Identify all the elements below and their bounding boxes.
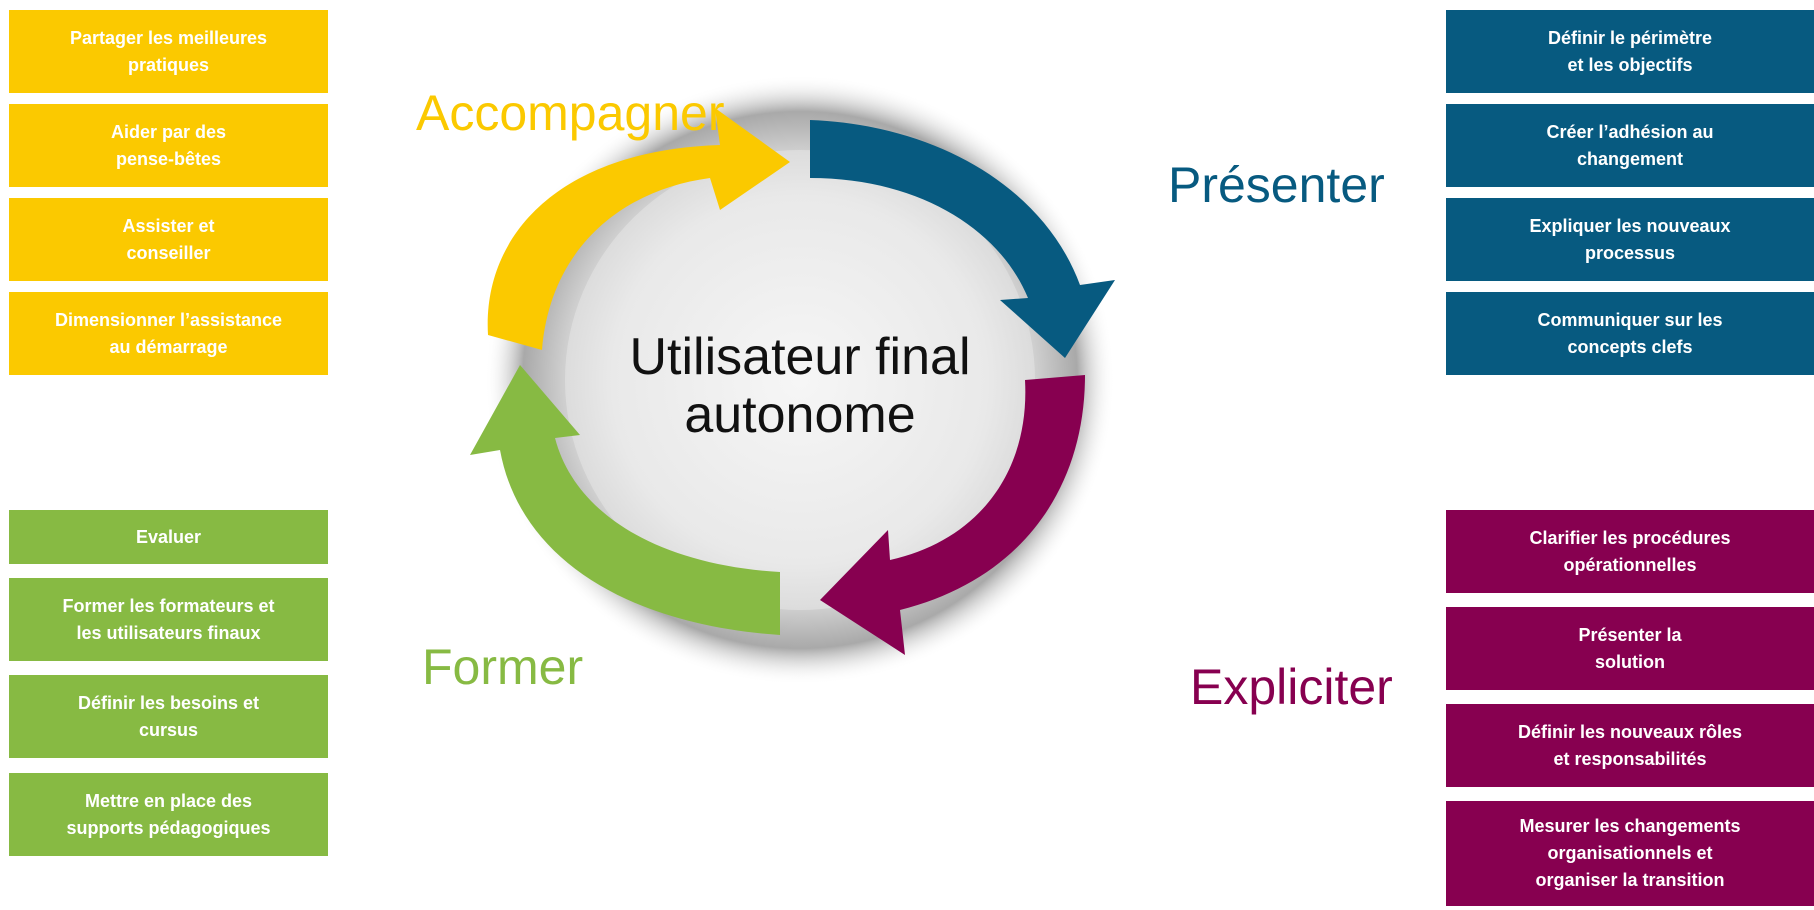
expliciter-arrow xyxy=(820,375,1085,655)
expliciter-item: Clarifier les procédures opérationnelles xyxy=(1446,510,1814,593)
cycle-diagram xyxy=(470,75,1115,685)
accompagner-item: Aider par des pense-bêtes xyxy=(9,104,328,187)
accompagner-item: Dimensionner l’assistance au démarrage xyxy=(9,292,328,375)
former-item: Evaluer xyxy=(9,510,328,564)
former-item: Former les formateurs et les utilisateur… xyxy=(9,578,328,661)
former-list: Evaluer Former les formateurs et les uti… xyxy=(9,510,328,860)
expliciter-item: Définir les nouveaux rôles et responsabi… xyxy=(1446,704,1814,787)
presenter-arrow xyxy=(810,120,1115,358)
center-label: Utilisateur final autonome xyxy=(629,328,971,444)
presenter-item: Communiquer sur les concepts clefs xyxy=(1446,292,1814,375)
accompagner-list: Partager les meilleures pratiques Aider … xyxy=(9,10,328,380)
presenter-item: Expliquer les nouveaux processus xyxy=(1446,198,1814,281)
phase-label-expliciter: Expliciter xyxy=(1190,659,1393,715)
expliciter-list: Clarifier les procédures opérationnelles… xyxy=(1446,510,1814,910)
cycle-center-disc xyxy=(565,150,1035,610)
former-arrow xyxy=(470,365,780,635)
former-item: Mettre en place des supports pédagogique… xyxy=(9,773,328,856)
former-item: Définir les besoins et cursus xyxy=(9,675,328,758)
accompagner-item: Assister et conseiller xyxy=(9,198,328,281)
phase-label-former: Former xyxy=(422,639,584,695)
phase-label-accompagner: Accompagner xyxy=(416,85,725,141)
accompagner-arrow xyxy=(487,108,790,350)
phase-label-presenter: Présenter xyxy=(1168,157,1385,213)
expliciter-item: Présenter la solution xyxy=(1446,607,1814,690)
presenter-list: Définir le périmètre et les objectifs Cr… xyxy=(1446,10,1814,380)
expliciter-item: Mesurer les changements organisationnels… xyxy=(1446,801,1814,906)
presenter-item: Définir le périmètre et les objectifs xyxy=(1446,10,1814,93)
accompagner-item: Partager les meilleures pratiques xyxy=(9,10,328,93)
presenter-item: Créer l’adhésion au changement xyxy=(1446,104,1814,187)
